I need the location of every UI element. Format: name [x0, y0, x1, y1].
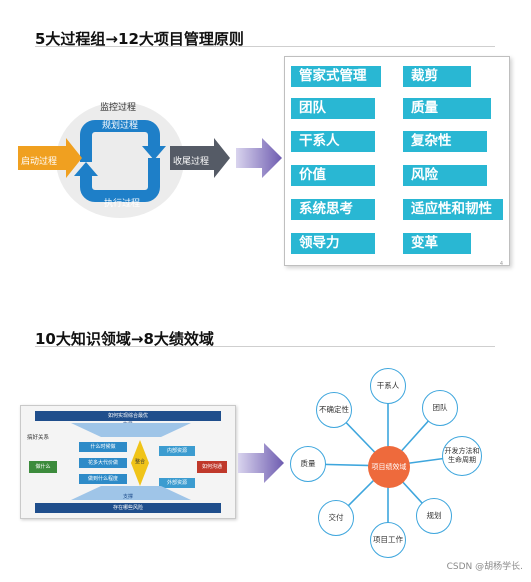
principle-tag: 裁剪	[403, 66, 471, 87]
domain-node: 交付	[318, 500, 354, 536]
domain-node: 开发方法和生命周期	[442, 436, 482, 476]
performance-domains-diagram: 项目绩效域 干系人 团队 开发方法和生命周期 规划 项目工作 交付 质量 不确定…	[282, 356, 502, 570]
section2-title: 10大知识领域→8大绩效域	[35, 330, 214, 348]
section2-divider	[35, 346, 495, 347]
cycle-loop	[80, 120, 160, 202]
thumb-mid-item: 什么时候做	[79, 442, 127, 452]
knowledge-areas-thumbnail: 如何实现综合最优 指导 搞好关系 做什么 什么时候做 花多大代价做 做到什么程度…	[20, 405, 236, 519]
principle-tag: 团队	[291, 98, 375, 119]
cycle-arrow-up	[74, 162, 98, 176]
thumb-center-diamond	[131, 440, 149, 486]
plan-label: 规划过程	[102, 121, 139, 131]
monitor-label: 监控过程	[100, 103, 137, 113]
close-label: 收尾过程	[173, 157, 210, 167]
principle-tag: 复杂性	[403, 131, 487, 152]
process-cycle-graphic	[18, 102, 230, 218]
principle-tag: 干系人	[291, 131, 375, 152]
thumb-bottom-bar: 存在哪些风险	[35, 503, 221, 513]
start-label: 启动过程	[21, 157, 58, 167]
thumb-mid-item: 做到什么程度	[79, 474, 127, 484]
domain-node: 团队	[422, 390, 458, 426]
principles-panel: 管家式管理 裁剪 团队 质量 干系人 复杂性 价值 风险 系统思考 适应性和韧性…	[284, 56, 510, 267]
principle-tag: 系统思考	[291, 199, 375, 220]
process-group-diagram: 监控过程 规划过程 启动过程 收尾过程 执行过程	[18, 96, 244, 236]
section1-title: 5大过程组→12大项目管理原则	[35, 30, 244, 48]
transition-arrow-1	[236, 138, 282, 178]
domain-node: 项目工作	[370, 522, 406, 558]
thumb-mid-item: 花多大代价做	[79, 458, 127, 468]
start-arrow	[18, 138, 82, 178]
thumb-core: 做什么	[29, 461, 57, 473]
page-number: 4	[499, 261, 503, 267]
principle-tag: 价值	[291, 165, 375, 186]
principle-tag: 质量	[403, 98, 491, 119]
close-arrow	[170, 138, 230, 178]
principle-tag: 领导力	[291, 233, 375, 254]
domain-node: 不确定性	[316, 392, 352, 428]
execute-label: 执行过程	[104, 199, 141, 209]
principle-tag: 变革	[403, 233, 471, 254]
domain-node: 质量	[290, 446, 326, 482]
principle-tag: 管家式管理	[291, 66, 381, 87]
principle-tag: 适应性和韧性	[403, 199, 503, 220]
thumb-bottom-sub: 支撑	[122, 494, 133, 500]
csdn-watermark: CSDN @胡杨学长.	[446, 562, 523, 572]
thumb-left-label: 搞好关系	[27, 435, 50, 441]
thumb-right-end: 如何沟通	[197, 461, 227, 473]
thumb-right-item: 外部资源	[159, 478, 195, 488]
domain-node: 干系人	[370, 368, 406, 404]
domain-node: 规划	[416, 498, 452, 534]
cycle-arrow-down	[142, 146, 166, 160]
domain-center: 项目绩效域	[368, 446, 410, 488]
section1-divider	[35, 46, 495, 47]
thumb-center: 整合	[134, 459, 145, 465]
thumb-bottom-funnel	[71, 486, 191, 500]
thumb-top-funnel	[71, 423, 191, 437]
transition-arrow-2	[238, 443, 284, 483]
thumb-top-bar: 如何实现综合最优	[35, 411, 221, 421]
principle-tag: 风险	[403, 165, 487, 186]
thumb-right-item: 内部资源	[159, 446, 195, 456]
